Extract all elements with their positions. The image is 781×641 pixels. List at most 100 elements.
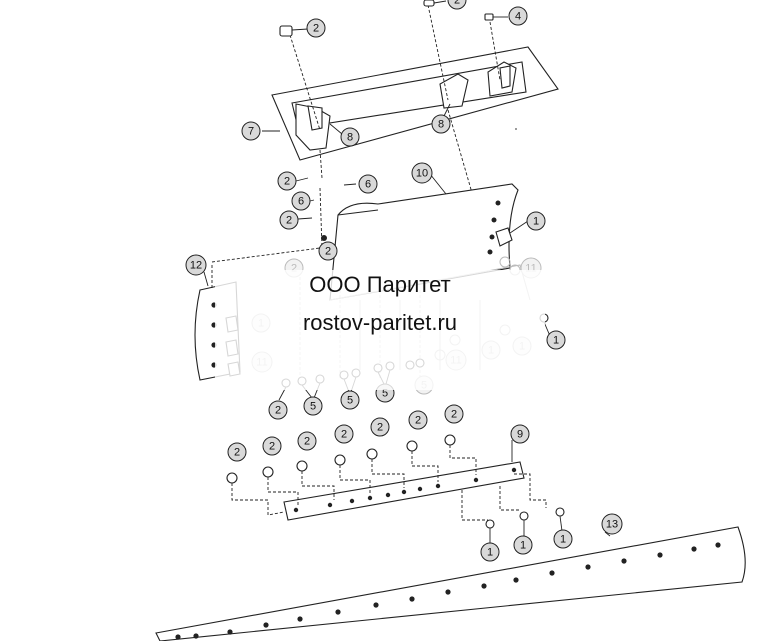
callout-circle xyxy=(411,162,433,184)
callout-2-r5: 2 xyxy=(370,417,390,437)
callout-number: 7 xyxy=(248,126,254,138)
callout-number: 1 xyxy=(560,534,566,546)
callout-circle xyxy=(480,542,500,562)
callout-circle xyxy=(526,211,546,231)
callout-circle xyxy=(241,121,261,141)
leader-lines xyxy=(203,0,611,544)
callout-1-r4: 1 xyxy=(546,330,566,350)
callout-number: 8 xyxy=(438,119,444,131)
callout-number: 2 xyxy=(341,429,347,441)
callout-2-top-b: 2 xyxy=(447,0,467,10)
callout-2-r4: 2 xyxy=(334,424,354,444)
callout-number: 5 xyxy=(347,395,353,407)
callout-6-b: 6 xyxy=(358,174,378,194)
callout-circle xyxy=(279,210,299,230)
callout-number: 2 xyxy=(269,441,275,453)
callout-number: 1 xyxy=(487,547,493,559)
callout-circle xyxy=(601,513,623,535)
callout-12: 12 xyxy=(185,254,207,276)
callout-number: 2 xyxy=(313,23,319,35)
callout-2-r6: 2 xyxy=(408,410,428,430)
callout-circle xyxy=(447,0,467,10)
callout-2-r7: 2 xyxy=(444,404,464,424)
callout-circle xyxy=(277,171,297,191)
callout-circle xyxy=(370,417,390,437)
callout-5-b: 5 xyxy=(340,390,360,410)
callout-circle xyxy=(508,6,528,26)
callout-number: 13 xyxy=(606,519,618,531)
callout-number: 10 xyxy=(416,168,428,180)
callout-number: 1 xyxy=(553,335,559,347)
callout-1-b1: 1 xyxy=(480,542,500,562)
callout-circle xyxy=(227,442,247,462)
callout-circle xyxy=(431,114,451,134)
callout-1-b3: 1 xyxy=(553,529,573,549)
bar-fasteners xyxy=(226,313,565,529)
callout-number: 4 xyxy=(515,11,521,23)
callout-number: 8 xyxy=(347,132,353,144)
callout-2-top-a: 2 xyxy=(306,18,326,38)
callout-number: 2 xyxy=(286,215,292,227)
callout-2-r3: 2 xyxy=(297,431,317,451)
callout-circle xyxy=(185,254,207,276)
callout-circle xyxy=(303,396,323,416)
callout-2-r1: 2 xyxy=(227,442,247,462)
callout-circle xyxy=(546,330,566,350)
callout-number: 2 xyxy=(451,409,457,421)
callout-1-r1: 1 xyxy=(526,211,546,231)
watermark-website: rostov-paritet.ru xyxy=(302,310,458,335)
callout-circle xyxy=(334,424,354,444)
callout-2-r2: 2 xyxy=(262,436,282,456)
callout-circle xyxy=(513,535,533,555)
callout-number: 12 xyxy=(190,260,202,272)
callout-6-a: 6 xyxy=(291,191,311,211)
callout-9: 9 xyxy=(510,424,530,444)
callout-number: 2 xyxy=(304,436,310,448)
callout-circle xyxy=(340,127,360,147)
callout-number: 2 xyxy=(325,246,331,258)
lower-bar-part xyxy=(283,461,525,521)
callout-circle xyxy=(444,404,464,424)
bracket-plate-part xyxy=(271,46,559,161)
callout-number: 11 xyxy=(525,263,536,275)
callout-circle xyxy=(408,410,428,430)
assembly-lines-side xyxy=(211,187,323,290)
callout-number: 1 xyxy=(533,216,539,228)
callout-circle xyxy=(553,529,573,549)
callout-7: 7 xyxy=(241,121,261,141)
callout-number: 6 xyxy=(365,179,371,191)
callout-circle xyxy=(510,424,530,444)
callout-circle xyxy=(358,174,378,194)
cutting-edge-part xyxy=(155,526,746,641)
callout-1-b2: 1 xyxy=(513,535,533,555)
callout-number: 2 xyxy=(275,405,281,417)
callout-number: 9 xyxy=(517,429,523,441)
callout-circle xyxy=(306,18,326,38)
callout-circle xyxy=(297,431,317,451)
callout-circle xyxy=(291,191,311,211)
callout-8-a: 8 xyxy=(340,127,360,147)
callout-10: 10 xyxy=(411,162,433,184)
callout-2-m3: 2 xyxy=(318,241,338,261)
callout-circle xyxy=(340,390,360,410)
callout-13: 13 xyxy=(601,513,623,535)
callout-number: 2 xyxy=(291,263,297,275)
callout-number: 2 xyxy=(377,422,383,434)
callout-number: 5 xyxy=(310,401,316,413)
callout-number: 1 xyxy=(520,540,526,552)
callout-4: 4 xyxy=(508,6,528,26)
callout-number: 2 xyxy=(284,176,290,188)
watermark-company-name: ООО Паритет xyxy=(309,272,451,297)
callout-circle xyxy=(268,400,288,420)
callout-circle xyxy=(262,436,282,456)
callout-2-b1: 2 xyxy=(268,400,288,420)
watermark-box: ООО Паритет rostov-paritet.ru xyxy=(215,270,545,390)
callout-number: 6 xyxy=(298,196,304,208)
callout-2-m1: 2 xyxy=(277,171,297,191)
callout-number: 5 xyxy=(382,388,388,400)
callout-number: 2 xyxy=(234,447,240,459)
callout-circle xyxy=(318,241,338,261)
callout-number: 2 xyxy=(454,0,460,7)
callout-2-m2: 2 xyxy=(279,210,299,230)
callout-8-b: 8 xyxy=(431,114,451,134)
